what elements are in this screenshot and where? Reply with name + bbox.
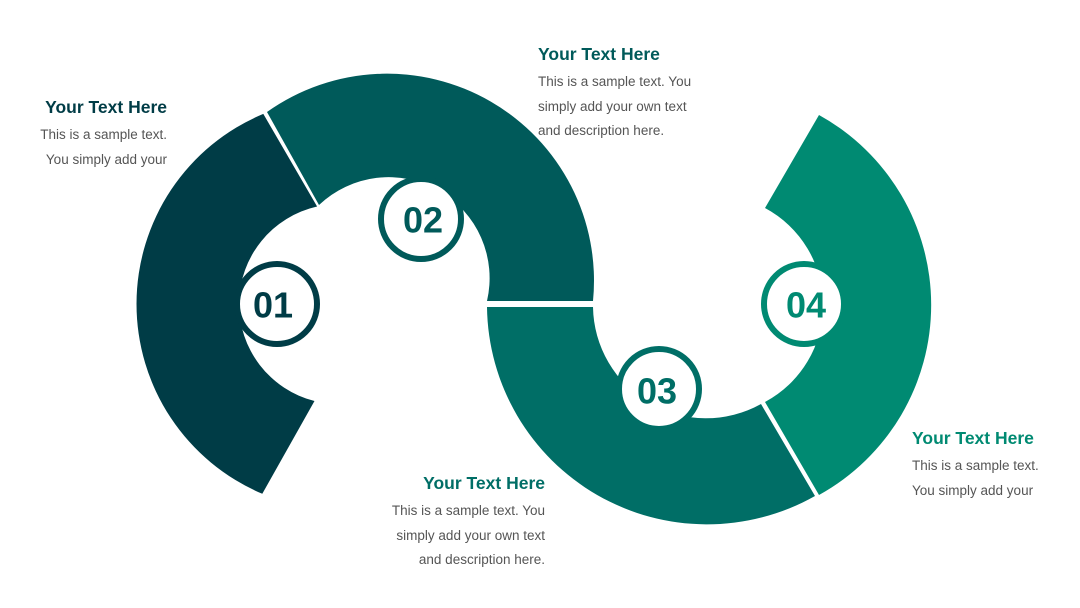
step-04-description: This is a sample text. You simply add yo… [912,454,1080,503]
badge-02: 02 [378,176,464,262]
step-02-description: This is a sample text. You simply add yo… [538,70,758,144]
step-02-desc-line: This is a sample text. You [538,74,692,89]
step-02-desc-line: and description here. [538,123,665,138]
badge-01-number: 01 [253,285,293,326]
step-01-desc-line: This is a sample text. [40,127,167,142]
step-04-title: Your Text Here [912,428,1034,448]
step-03-text: Your Text Here This is a sample text. Yo… [325,472,545,573]
step-02-text: Your Text Here This is a sample text. Yo… [538,43,758,144]
step-04-desc-line: You simply add your [912,482,1034,498]
segment-02 [267,73,595,301]
badge-01: 01 [234,261,320,347]
badge-04: 04 [761,261,847,347]
step-01-text: Your Text Here This is a sample text. Yo… [0,96,167,172]
step-03-description: This is a sample text. You simply add yo… [325,499,545,573]
step-01-desc-line: You simply add your [45,151,167,167]
step-03-desc-line: and description here. [418,552,545,567]
step-04-text: Your Text Here This is a sample text. Yo… [912,427,1080,503]
segment-04 [765,115,932,495]
step-02-desc-line: simply add your own text [538,98,687,114]
step-01-description: This is a sample text. You simply add yo… [0,123,167,172]
step-02-title: Your Text Here [538,44,660,64]
step-04-desc-line: This is a sample text. [912,458,1039,473]
badge-03-number: 03 [637,371,677,412]
step-03-desc-line: This is a sample text. You [391,503,545,518]
badge-02-number: 02 [403,200,443,241]
badge-04-number: 04 [786,285,826,326]
step-03-title: Your Text Here [423,473,545,493]
step-03-desc-line: simply add your own text [396,527,545,543]
badge-03: 03 [616,346,702,432]
step-01-title: Your Text Here [45,97,167,117]
segment-01 [136,113,318,494]
